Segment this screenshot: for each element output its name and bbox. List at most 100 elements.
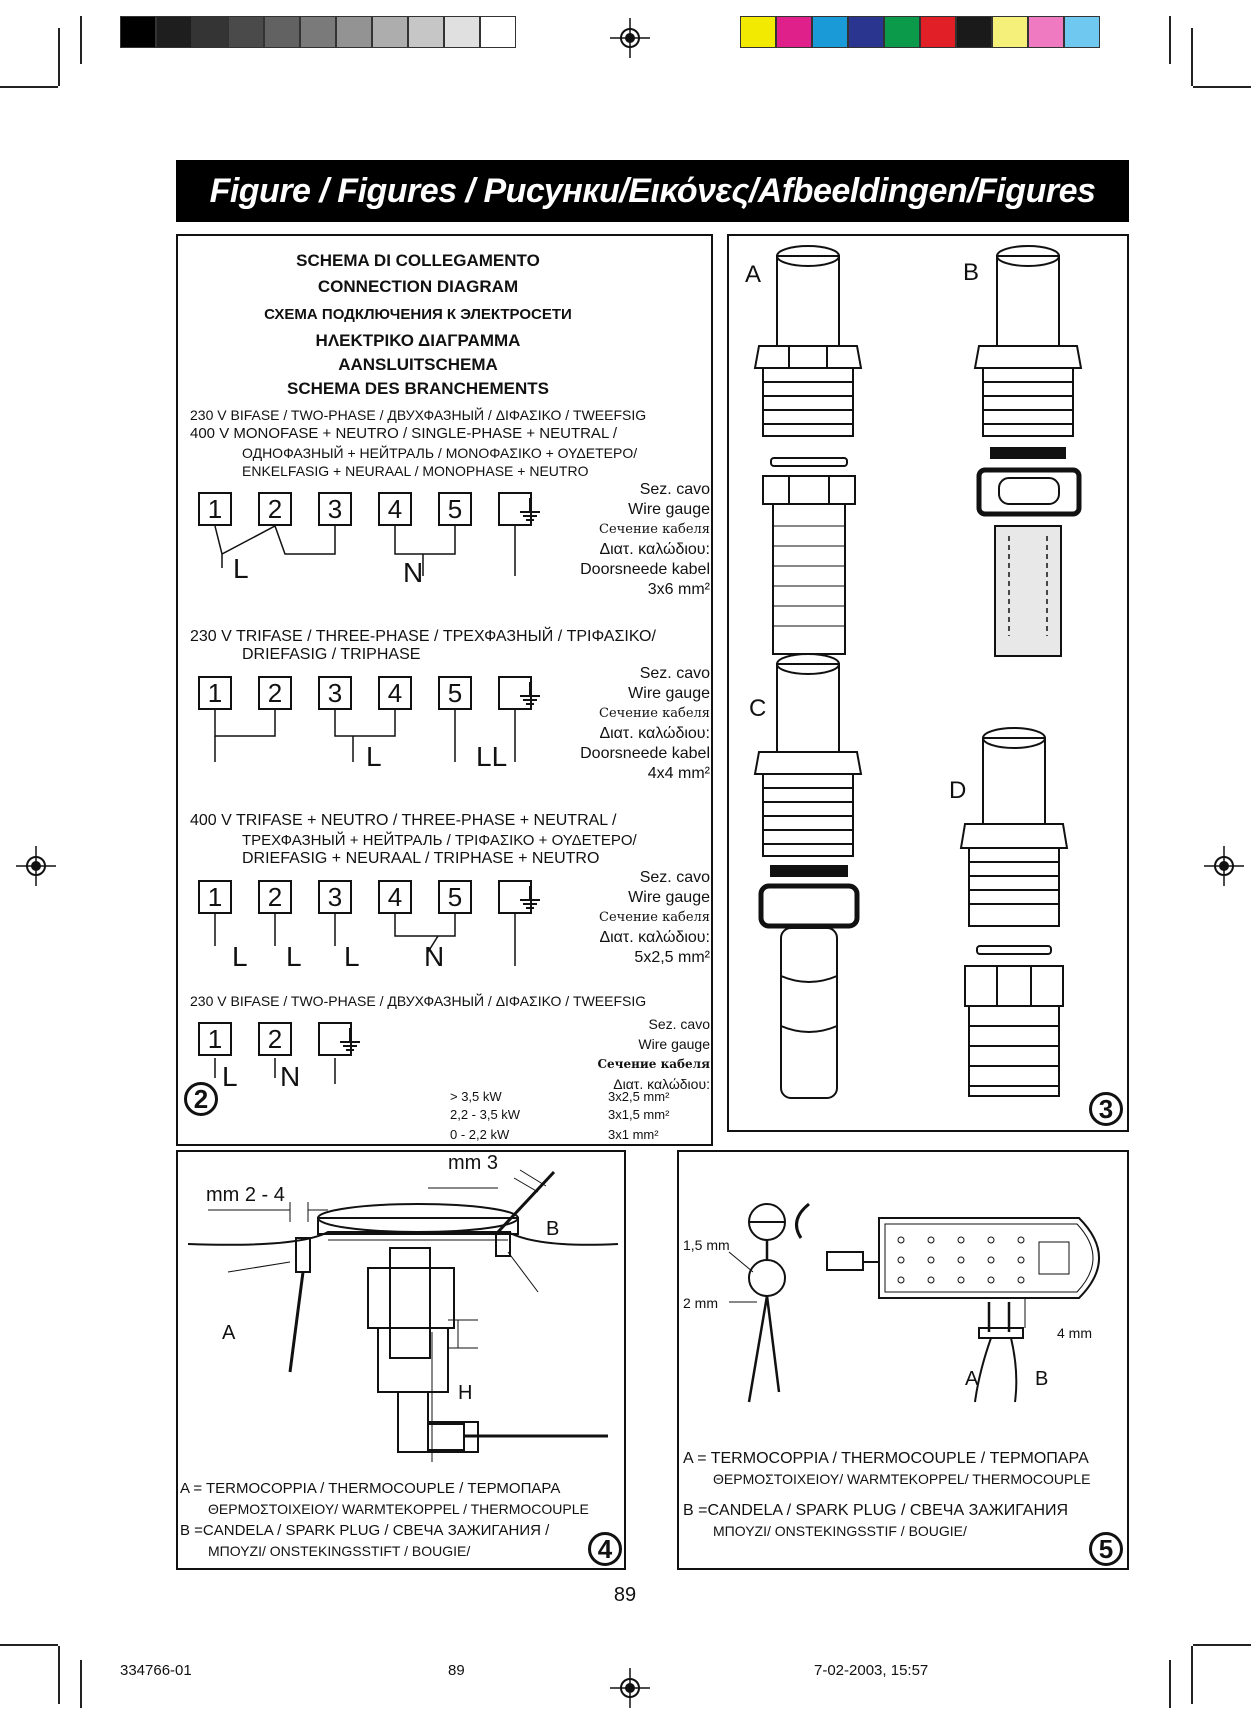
wire-label: L: [233, 553, 249, 584]
header-line: CONNECTION DIAGRAM: [317, 277, 519, 296]
terminal-1: 1: [198, 880, 232, 914]
gray-swatch: [264, 16, 300, 48]
legend-line: B =CANDELA / SPARK PLUG / СВЕЧА ЗАЖИГАНИ…: [180, 1522, 550, 1539]
gray-swatch: [480, 16, 516, 48]
gauge-line: Διατ. καλώδιου:: [613, 1076, 710, 1092]
fitting-drawings: [753, 245, 1083, 1099]
gauge-line: Sez. cavo: [639, 665, 710, 682]
gauge-list: Sez. cavo Wire gauge Сечение кабеля Διατ…: [478, 480, 710, 600]
fitting-label: A: [745, 261, 762, 288]
gray-swatch: [156, 16, 192, 48]
section4-line: 230 V BIFASE / TWO-PHASE / ДВУХФАЗНЫЙ / …: [190, 993, 647, 1009]
panel-electrodes: 1,5 mm 2 mm 4 mm A B A = TERMOCOPPIA / T…: [677, 1150, 1129, 1570]
section-cell: 3x1 mm²: [608, 1127, 659, 1142]
color-swatch: [956, 16, 992, 48]
gauge-line: Сечение кабеля: [599, 910, 710, 925]
panel-gas-fittings: A B C D 3: [727, 234, 1129, 1132]
gray-swatch: [300, 16, 336, 48]
wire-label: N: [403, 557, 424, 588]
terminal-5: 5: [438, 880, 472, 914]
legend-line: ΘΕΡΜΟΣΤΟΙΧΕΙΟΥ/ WARMTEKOPPEL / THERMOCOU…: [208, 1501, 589, 1517]
ground-terminal: [498, 492, 540, 526]
footer-date: 7-02-2003, 15:57: [814, 1662, 929, 1679]
registration-mark-left: [16, 846, 56, 886]
registration-mark-top: [610, 18, 650, 58]
section2-line: 230 V TRIFASE / THREE-PHASE / ТРЕХФАЗНЫЙ…: [190, 628, 656, 645]
ground-icon: [520, 886, 540, 909]
terminal-3: 3: [318, 676, 352, 710]
wire-label: L: [222, 1061, 238, 1092]
gauge-line: Διατ. καλώδιου:: [599, 541, 710, 558]
fitting-label: B: [963, 259, 980, 286]
section3-line: DRIEFASIG + NEURAAL / TRIPHASE + NEUTRO: [242, 850, 600, 867]
gauge-line: Διατ. καλώδιου:: [599, 929, 710, 946]
header-line: SCHEMA DI COLLEGAMENTO: [296, 251, 540, 270]
gray-swatch: [336, 16, 372, 48]
dimension-label: 1,5 mm: [683, 1237, 730, 1253]
registration-mark-right: [1204, 846, 1244, 886]
ground-terminal: [498, 676, 540, 710]
color-swatch: [776, 16, 812, 48]
terminal-4: 4: [378, 880, 412, 914]
color-swatch: [884, 16, 920, 48]
color-swatch: [1028, 16, 1064, 48]
wire-label: L: [366, 741, 382, 772]
terminal-4: 4: [378, 492, 412, 526]
wire-label: N: [280, 1061, 301, 1092]
ground-icon: [520, 498, 540, 521]
gray-swatch: [444, 16, 480, 48]
footer-code: 334766-01: [120, 1662, 192, 1679]
gauge-line: Wire gauge: [628, 889, 710, 906]
figure-number: 2: [184, 1082, 218, 1116]
dimension-label: 2 mm: [683, 1295, 718, 1311]
gauge-line: 5x2,5 mm²: [634, 949, 710, 966]
gray-swatch: [120, 16, 156, 48]
terminal-1: 1: [198, 492, 232, 526]
panel-connection-diagram: SCHEMA DI COLLEGAMENTO CONNECTION DIAGRA…: [176, 234, 713, 1146]
section1-line: ОДНОФАЗНЫЙ + НЕЙТРАЛЬ / ΜΟΝΟΦΑΣΙΚΟ + ΟΥΔ…: [242, 445, 638, 461]
gauge-list: Sez. cavo Wire gauge Сечение кабеля Διατ…: [478, 868, 710, 968]
burner-drawing: [187, 1169, 619, 1462]
terminal-2: 2: [258, 1022, 292, 1056]
gauge-line: Doorsneede kabel: [580, 745, 710, 762]
section-cell: 3x1,5 mm²: [608, 1107, 670, 1122]
gauge-line: Wire gauge: [638, 1036, 710, 1052]
dimension-label: mm 2 - 4: [206, 1184, 285, 1206]
legend-line: A = TERMOCOPPIA / THERMOCOUPLE / ТЕРМОПА…: [180, 1480, 561, 1497]
callout-label: B: [546, 1218, 560, 1240]
gray-swatch: [372, 16, 408, 48]
color-swatch: [812, 16, 848, 48]
gauge-line: Сечение кабеля: [599, 706, 710, 721]
terminal-5: 5: [438, 676, 472, 710]
legend-line: ΜΠΟΥΖΙ/ ONSTEKINGSSTIF / BOUGIE/: [713, 1523, 967, 1539]
header-line: ΗΛΕΚΤΡΙΚΟ ΔΙΑΓΡΑΜΜΑ: [315, 331, 521, 350]
page-title: Figure / Figures / Рисунки/Εικόνες/Afbee…: [176, 160, 1129, 222]
color-swatch: [848, 16, 884, 48]
gauge-list: Sez. cavo Wire gauge Сечение кабеля Διατ…: [478, 664, 710, 784]
panel-burner: mm 3 mm 2 - 4 B A H A = TERMOCOPPIA / TH…: [176, 1150, 626, 1570]
wiring-lines: [214, 524, 516, 1084]
callout-label: A: [222, 1322, 236, 1344]
gauge-line: Sez. cavo: [648, 1016, 710, 1032]
gauge-line: Wire gauge: [628, 685, 710, 702]
terminal-2: 2: [258, 492, 292, 526]
ground-icon: [340, 1028, 360, 1051]
legend-line: ΜΠΟΥΖΙ/ ONSTEKINGSSTIFT / BOUGIE/: [208, 1543, 471, 1559]
footer-page: 89: [448, 1662, 465, 1679]
legend-line: ΘΕΡΜΟΣΤΟΙΧΕΙΟΥ/ WARMTEKOPPEL/ THERMOCOUP…: [713, 1471, 1091, 1487]
gauge-line: 3x6 mm²: [647, 581, 710, 598]
electrode-drawing: [728, 1202, 1100, 1403]
legend-line: A = TERMOCOPPIA / THERMOCOUPLE / ТЕРМОПА…: [683, 1450, 1089, 1467]
wire-label: L: [344, 941, 360, 972]
section2-line: DRIEFASIG / TRIPHASE: [242, 646, 421, 663]
section3-line: 400 V TRIFASE + NEUTRO / THREE-PHASE + N…: [190, 812, 617, 829]
figure-number: 4: [588, 1532, 622, 1566]
gray-swatch: [192, 16, 228, 48]
gauge-line: 4x4 mm²: [647, 765, 710, 782]
ground-terminal: [498, 880, 540, 914]
dimension-label: H: [458, 1382, 473, 1404]
gauge-list: Sez. cavo Wire gauge Сечение кабеля Διατ…: [478, 1014, 710, 1094]
figure-number: 3: [1089, 1092, 1123, 1126]
ground-terminal: [318, 1022, 360, 1056]
header-line: AANSLUITSCHEMA: [338, 355, 498, 374]
